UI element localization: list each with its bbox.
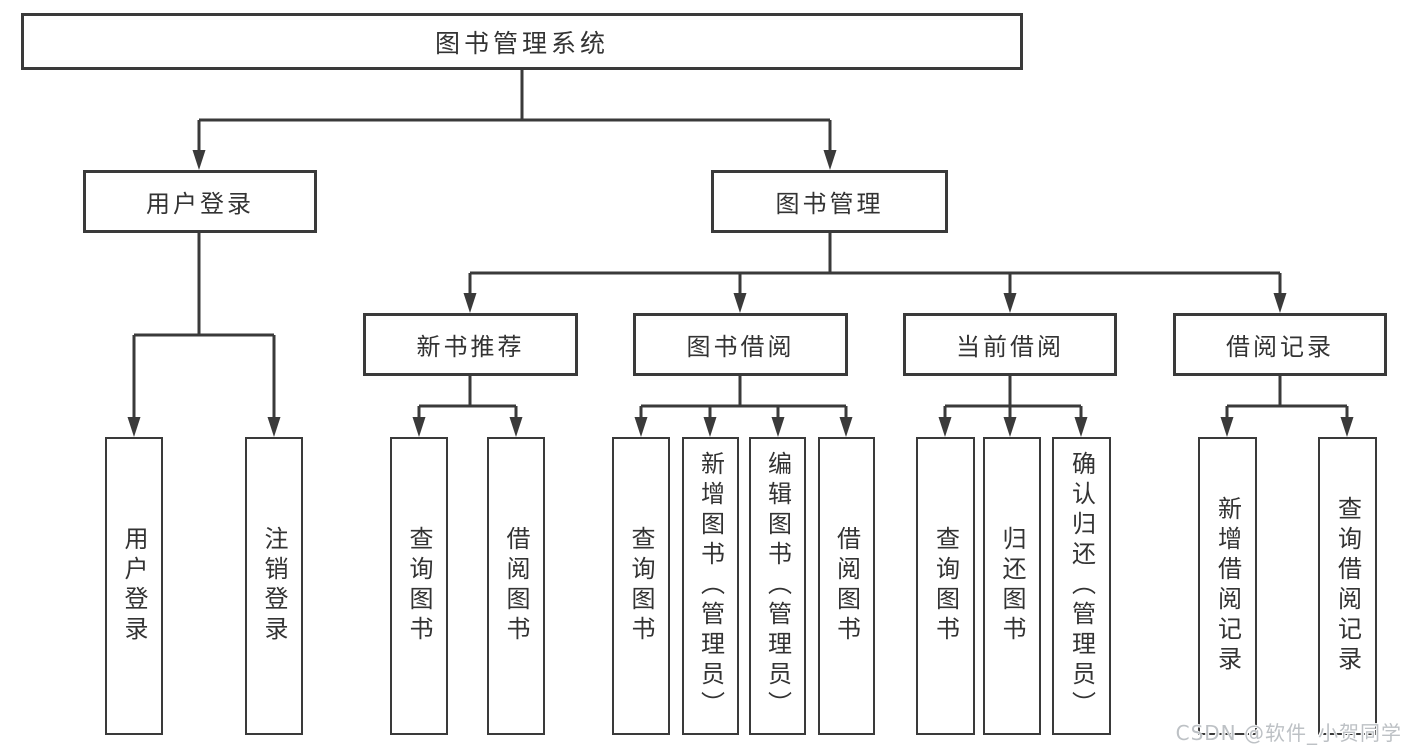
leaf-query-books-recommend: 查询图书: [390, 437, 448, 735]
leaf-query-books-current: 查询图书: [916, 437, 975, 735]
arrowhead: [1220, 417, 1234, 437]
arrowhead: [771, 417, 785, 437]
arrowhead: [938, 417, 952, 437]
node-label: 图书管理: [775, 190, 884, 218]
connector-book-mgmt-children: [463, 233, 1287, 313]
arrowhead: [823, 150, 837, 170]
node-label: 借阅图书: [502, 526, 530, 646]
node-label: 确认归还（管理员）: [1067, 451, 1096, 721]
connector-borrow-children: [634, 376, 853, 437]
arrowhead: [1074, 417, 1088, 437]
arrowhead: [1003, 293, 1017, 313]
connector-current-children: [938, 376, 1088, 437]
node-label: 图书管理系统: [434, 28, 609, 58]
node-book-borrowing: 图书借阅: [633, 313, 848, 376]
arrowhead: [412, 417, 426, 437]
csdn-watermark: CSDN @软件_小贺同学: [1175, 721, 1402, 745]
leaf-add-books-admin: 新增图书（管理员）: [682, 437, 739, 735]
node-label: 图书借阅: [686, 333, 795, 361]
node-label: 编辑图书（管理员）: [763, 451, 792, 721]
node-label: 用户登录: [120, 526, 148, 646]
connector-new-book-children: [412, 376, 523, 437]
node-label: 用户登录: [146, 190, 254, 218]
connector-records-children: [1220, 376, 1354, 437]
connector-root-to-level2: [192, 70, 837, 170]
node-label: 借阅记录: [1226, 333, 1334, 361]
arrowhead: [634, 417, 648, 437]
node-root: 图书管理系统: [21, 13, 1023, 70]
arrowhead: [192, 150, 206, 170]
leaf-confirm-return-admin: 确认归还（管理员）: [1052, 437, 1111, 735]
arrowhead: [733, 293, 747, 313]
arrowhead: [267, 417, 281, 437]
leaf-query-borrow-record: 查询借阅记录: [1318, 437, 1377, 735]
node-current-borrowing: 当前借阅: [903, 313, 1117, 376]
node-label: 借阅图书: [832, 526, 861, 646]
arrowhead: [509, 417, 523, 437]
leaf-logout: 注销登录: [245, 437, 303, 735]
arrowhead: [1273, 293, 1287, 313]
node-label: 新增借阅记录: [1213, 496, 1242, 676]
leaf-user-login: 用户登录: [105, 437, 163, 735]
node-label: 查询图书: [627, 526, 655, 646]
node-book-management: 图书管理: [711, 170, 948, 233]
arrowhead: [127, 417, 141, 437]
node-label: 查询借阅记录: [1333, 496, 1362, 676]
node-new-book-recommend: 新书推荐: [363, 313, 578, 376]
node-label: 注销登录: [260, 526, 288, 646]
leaf-edit-books-admin: 编辑图书（管理员）: [749, 437, 806, 735]
node-label: 当前借阅: [956, 333, 1064, 361]
node-label: 新增图书（管理员）: [696, 451, 725, 721]
arrowhead: [703, 417, 717, 437]
node-label: 查询图书: [931, 526, 960, 646]
leaf-add-borrow-record: 新增借阅记录: [1198, 437, 1257, 735]
leaf-borrow-books-recommend: 借阅图书: [487, 437, 545, 735]
node-borrowing-records: 借阅记录: [1173, 313, 1387, 376]
node-label: 查询图书: [405, 526, 433, 646]
arrowhead: [839, 417, 853, 437]
node-user-login: 用户登录: [83, 170, 317, 233]
arrowhead: [1003, 417, 1017, 437]
leaf-borrow-books: 借阅图书: [818, 437, 875, 735]
arrowhead: [463, 293, 477, 313]
arrowhead: [1340, 417, 1354, 437]
connector-user-login-children: [127, 233, 281, 437]
leaf-return-books: 归还图书: [983, 437, 1041, 735]
node-label: 新书推荐: [416, 333, 525, 361]
leaf-query-books-borrow: 查询图书: [612, 437, 670, 735]
node-label: 归还图书: [998, 526, 1026, 646]
